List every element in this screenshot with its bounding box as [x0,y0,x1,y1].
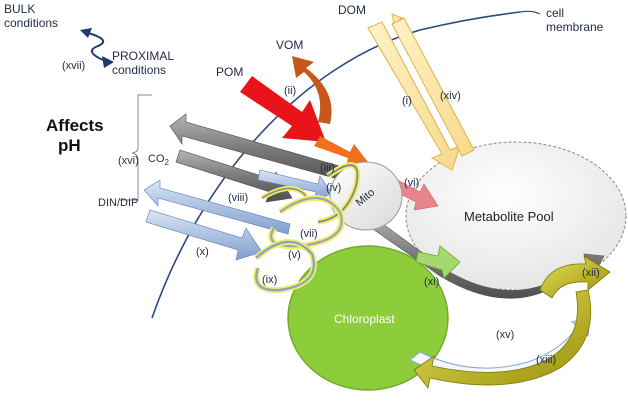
arrow-label-v: (v) [288,249,301,261]
pom-label: POM [216,65,243,79]
din-dip-label: DIN/DIP [98,197,138,209]
arrow-xii [539,255,611,299]
arrow-xiii-olive [413,289,592,389]
arrow-label-i: (i) [402,95,412,107]
membrane-label: membrane [546,20,604,34]
arrow-ii-vom [292,56,332,124]
bulk-arrowhead [80,28,92,38]
arrow-label-xiv: (xiv) [440,90,461,102]
arrow-label-ii: (ii) [284,85,296,97]
mito-ellipse [329,161,403,231]
arrow-label-ix: (ix) [262,274,277,286]
arrow-label-iv: (iv) [326,182,341,194]
co2-subscript: 2 [165,158,170,167]
arrow-din-dip-out [143,179,291,235]
arrow-label-vii: (vii) [300,228,318,240]
chloroplast-ellipse [287,245,449,391]
arrow-label-x: (x) [196,246,209,258]
proximal-conditions-label: conditions [112,63,166,77]
metabolite-pool-label: Metabolite Pool [464,209,554,224]
chloroplast-label: Chloroplast [334,312,395,326]
arrow-iii-to-mito [314,136,368,166]
proximal-label: PROXIMAL [112,49,174,63]
arrow-label-xi: (xi) [424,276,439,288]
cycle-loops [253,162,361,294]
bulk-label: BULK [4,2,35,16]
affects-label: Affects [46,116,104,135]
ph-label: pH [58,136,81,155]
membrane-pointer-line [519,10,541,15]
co2-label: CO2 [148,153,170,167]
bulk-conditions-label: conditions [4,16,58,30]
metabolite-pool-ellipse [405,141,627,291]
arrow-pom [240,76,326,142]
affects-ph-bracket [120,94,152,201]
arrow-xi [415,245,461,279]
arrow-x-din-dip-in [145,209,263,261]
arrow-label-xvi: (xvi) [118,155,139,167]
xvii-label: (xvii) [62,60,85,72]
proximal-arrowhead [102,56,114,68]
arrow-i-xiv-dom [367,13,475,171]
arrow-label-xv: (xv) [496,329,514,341]
vom-label: VOM [276,38,303,52]
arrow-viii [257,169,333,201]
cell-label: cell [546,6,564,20]
arrow-label-xiii: (xiii) [536,354,556,366]
dom-label: DOM [338,3,366,17]
arrow-label-xii: (xii) [582,267,600,279]
bulk-proximal-arrow [87,32,109,63]
arrow-label-vi: (vi) [404,177,419,189]
arrow-label-iii: (iii) [320,162,335,174]
arrow-label-viii: (viii) [228,192,248,204]
